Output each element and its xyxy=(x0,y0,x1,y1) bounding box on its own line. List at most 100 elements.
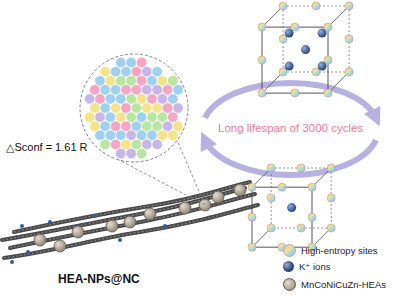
atom-ball xyxy=(168,76,178,86)
atom-ball xyxy=(110,139,120,149)
atom-ball xyxy=(90,121,100,131)
atom-ball xyxy=(142,139,152,149)
cube-edge xyxy=(328,72,349,93)
lattice-site xyxy=(267,164,275,172)
atom-ball xyxy=(162,103,172,113)
hea-particle xyxy=(144,208,156,220)
atom-ball xyxy=(126,76,136,86)
atom-ball xyxy=(142,121,152,131)
atom-ball xyxy=(126,57,136,67)
atom-ball xyxy=(152,85,162,95)
atom-ball xyxy=(116,57,126,67)
atom-ball xyxy=(152,121,162,131)
k-ion xyxy=(287,203,296,212)
atom-ball xyxy=(100,121,110,131)
cube-edge xyxy=(262,6,283,27)
atom-ball xyxy=(162,85,172,95)
entropy-value: △Sconf = 1.61 R xyxy=(4,141,90,154)
lattice-site xyxy=(345,35,353,43)
lattice-site xyxy=(278,183,286,191)
atom-ball xyxy=(121,103,131,113)
k-ion-dot xyxy=(93,214,97,218)
lattice-site xyxy=(248,243,256,251)
cube-edge xyxy=(262,72,283,93)
k-ion xyxy=(301,45,310,54)
k-ion-dot xyxy=(48,220,52,224)
cube-edge xyxy=(328,6,349,27)
lattice-site xyxy=(258,89,266,97)
atom-ball xyxy=(110,66,120,76)
atom-ball xyxy=(136,94,146,104)
legend-row: MnCoNiCuZn-HEAs xyxy=(283,278,386,291)
atom-ball xyxy=(131,85,141,95)
atom-ball xyxy=(116,76,126,86)
atom-ball xyxy=(116,130,126,140)
atom-ball xyxy=(157,94,167,104)
leader-line xyxy=(176,138,205,205)
lattice-site xyxy=(267,224,275,232)
atom-ball xyxy=(100,139,110,149)
atom-ball xyxy=(126,130,136,140)
atom-ball xyxy=(157,112,167,122)
hea-particle xyxy=(234,184,246,196)
atom-ball xyxy=(95,112,105,122)
atom-ball xyxy=(110,103,120,113)
lattice-site xyxy=(279,2,287,10)
hea-particle xyxy=(72,226,84,238)
atom-ball xyxy=(142,103,152,113)
atom-ball xyxy=(84,94,94,104)
lattice-site xyxy=(248,183,256,191)
lattice-site xyxy=(308,183,316,191)
lattice-site xyxy=(297,224,305,232)
atom-ball xyxy=(121,139,131,149)
hea-particle xyxy=(54,240,66,252)
atom-ball xyxy=(157,130,167,140)
k-ion-dot xyxy=(10,260,14,264)
atom-ball xyxy=(152,139,162,149)
hea-particle xyxy=(124,216,136,228)
atom-ball xyxy=(136,57,146,67)
k-ion-dot xyxy=(118,238,122,242)
carbon-texture xyxy=(14,182,250,232)
lattice-site xyxy=(267,194,275,202)
k-ion xyxy=(318,62,327,71)
hea-particle xyxy=(34,234,46,246)
lattice-site xyxy=(291,89,299,97)
atom-ball xyxy=(136,130,146,140)
lattice-site xyxy=(345,2,353,10)
lattice-site xyxy=(324,89,332,97)
atom-ball xyxy=(95,94,105,104)
site-swatch xyxy=(283,244,296,257)
particle-swatch xyxy=(283,278,296,291)
atom-ball xyxy=(168,130,178,140)
k-ion-dot xyxy=(26,250,30,254)
k-ion-dot xyxy=(163,224,167,228)
carbon-sheet xyxy=(14,182,250,232)
atom-ball xyxy=(147,76,157,86)
hea-particle xyxy=(212,191,224,203)
atom-ball xyxy=(131,121,141,131)
atom-ball xyxy=(100,103,110,113)
atom-ball xyxy=(157,76,167,86)
k-ion xyxy=(318,29,327,38)
atom-ball xyxy=(90,85,100,95)
atom-ball xyxy=(142,85,152,95)
atom-ball xyxy=(136,148,146,158)
atom-ball xyxy=(121,66,131,76)
lattice-site xyxy=(258,23,266,31)
atom-ball xyxy=(110,85,120,95)
atom-ball xyxy=(142,66,152,76)
hea-particle xyxy=(106,220,118,232)
atom-ball xyxy=(100,85,110,95)
atom-ball xyxy=(121,85,131,95)
sphere-outline xyxy=(80,54,188,162)
k-ion-dot xyxy=(20,224,24,228)
atom-ball xyxy=(126,112,136,122)
atom-ball xyxy=(147,112,157,122)
material-name: HEA-NPs@NC xyxy=(58,273,140,287)
atom-ball xyxy=(105,130,115,140)
legend-text: High-entropy sites xyxy=(301,245,378,256)
high-entropy-sphere xyxy=(80,54,205,205)
legend-text: MnCoNiCuZn-HEAs xyxy=(301,279,386,290)
atom-ball xyxy=(173,85,183,95)
